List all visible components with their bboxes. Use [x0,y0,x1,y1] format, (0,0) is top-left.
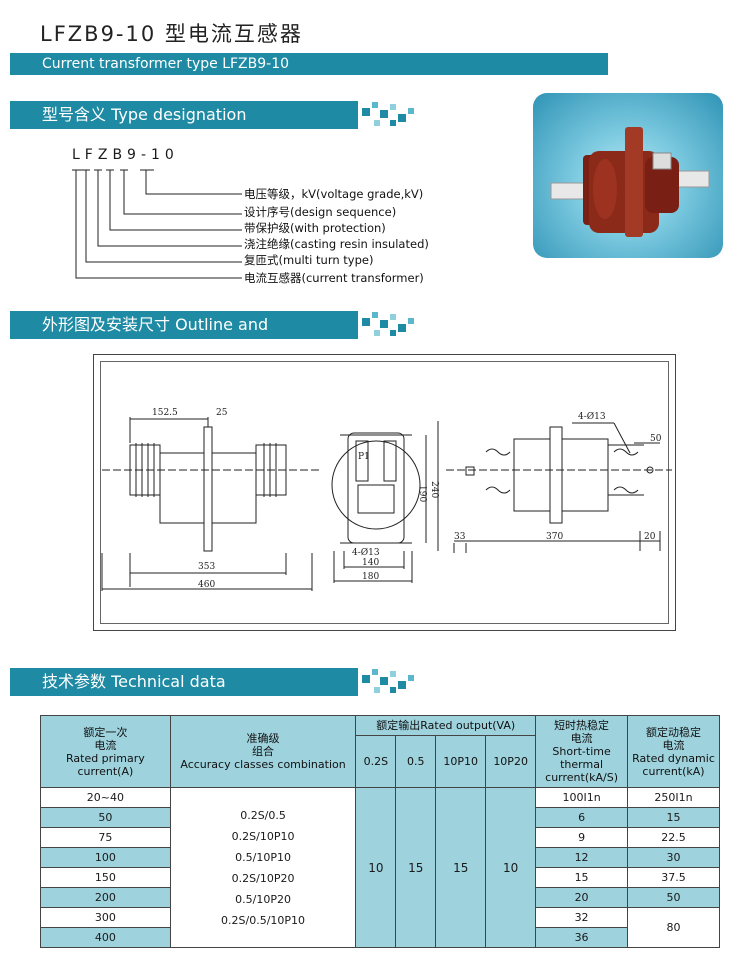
dim-label: 4-Ø13 [578,411,606,422]
dim-label: 370 [546,532,563,542]
decoration-squares-icon [362,312,414,336]
cell-primary: 300 [40,907,171,928]
accuracy-item: 0.2S/0.5/10P10 [221,913,306,927]
header-output: 额定输出Rated output(VA) [355,715,537,736]
cell-thermal: 100I1n [535,787,629,808]
subtitle-bar: Current transformer type LFZB9-10 [10,53,608,75]
cell-primary: 400 [40,927,171,948]
designation-item: 设计序号(design sequence) [244,205,397,219]
accuracy-item: 0.2S/0.5 [240,808,286,822]
dim-label: 20 [644,532,656,542]
designation-item: 带保护级(with protection) [244,221,386,235]
page-title: LFZB9-10 型电流互感器 [40,22,303,46]
cell-output: 15 [435,787,487,948]
dim-label: 25 [216,408,228,418]
dim-label: P1 [358,452,370,462]
designation-item: 电压等级，kV(voltage grade,kV) [244,187,424,201]
header-output-col: 10P20 [485,735,537,788]
cell-output: 10 [485,787,537,948]
cell-output: 10 [355,787,397,948]
header-primary: 额定一次 电流 Rated primary current(A) [40,715,171,788]
dim-label: 4-Ø13 [352,547,380,558]
accuracy-item: 0.5/10P20 [235,892,291,906]
designation-leader-lines [72,169,242,279]
header-dynamic: 额定动稳定 电流 Rated dynamic current(kA) [627,715,720,788]
header-accuracy: 准确级 组合 Accuracy classes combination [169,715,357,788]
header-thermal: 短时热稳定 电流 Short-time thermal current(kA/S… [535,715,629,788]
cell-dynamic: 15 [627,807,720,828]
cell-dynamic: 22.5 [627,827,720,848]
dim-label: 240 [429,481,439,498]
cell-thermal: 15 [535,867,629,888]
cell-thermal: 20 [535,887,629,908]
accuracy-item: 0.2S/10P10 [231,829,295,843]
cell-accuracy: 0.2S/0.5 0.2S/10P10 0.5/10P10 0.2S/10P20… [169,787,357,948]
cell-dynamic: 250I1n [627,787,720,808]
accuracy-item: 0.5/10P10 [235,850,291,864]
cell-primary: 75 [40,827,171,848]
designation-item: 复匝式(multi turn type) [244,253,374,267]
cell-output: 15 [395,787,437,948]
header-output-col: 0.5 [395,735,437,788]
cell-dynamic: 80 [627,907,720,948]
section-technical: 技术参数 Technical data [10,668,358,696]
designation-item: 电流互感器(current transformer) [244,271,424,285]
section-outline: 外形图及安装尺寸 Outline and dimensions [10,311,358,362]
header-output-col: 10P10 [435,735,487,788]
cell-primary: 200 [40,887,171,908]
outline-drawing: 152.5 25 353 460 P1 190 240 4-Ø13 140 18… [93,354,676,631]
dim-label: 353 [198,562,215,572]
section-type-designation: 型号含义 Type designation [10,101,358,129]
dim-label: 140 [362,558,379,568]
product-photo [533,93,723,258]
cell-thermal: 9 [535,827,629,848]
header-output-col: 0.2S [355,735,397,788]
dim-label: 50 [650,434,662,444]
cell-primary: 20~40 [40,787,171,808]
dim-label: 152.5 [152,408,178,418]
cell-dynamic: 50 [627,887,720,908]
model-code: LFZB9-10 [72,147,179,163]
cell-thermal: 32 [535,907,629,928]
designation-item: 浇注绝缘(casting resin insulated) [244,237,429,251]
cell-primary: 150 [40,867,171,888]
dim-label: 33 [454,532,466,542]
cell-dynamic: 37.5 [627,867,720,888]
cell-thermal: 12 [535,847,629,868]
cell-thermal: 6 [535,807,629,828]
cell-dynamic: 30 [627,847,720,868]
cell-thermal: 36 [535,927,629,948]
dim-label: 190 [417,485,427,502]
cell-primary: 100 [40,847,171,868]
cell-primary: 50 [40,807,171,828]
technical-table: 额定一次 电流 Rated primary current(A) 准确级 组合 … [40,715,720,948]
accuracy-item: 0.2S/10P20 [231,871,295,885]
dim-label: 460 [198,580,215,590]
dim-label: 180 [362,572,379,582]
decoration-squares-icon [362,669,414,693]
decoration-squares-icon [362,102,414,126]
